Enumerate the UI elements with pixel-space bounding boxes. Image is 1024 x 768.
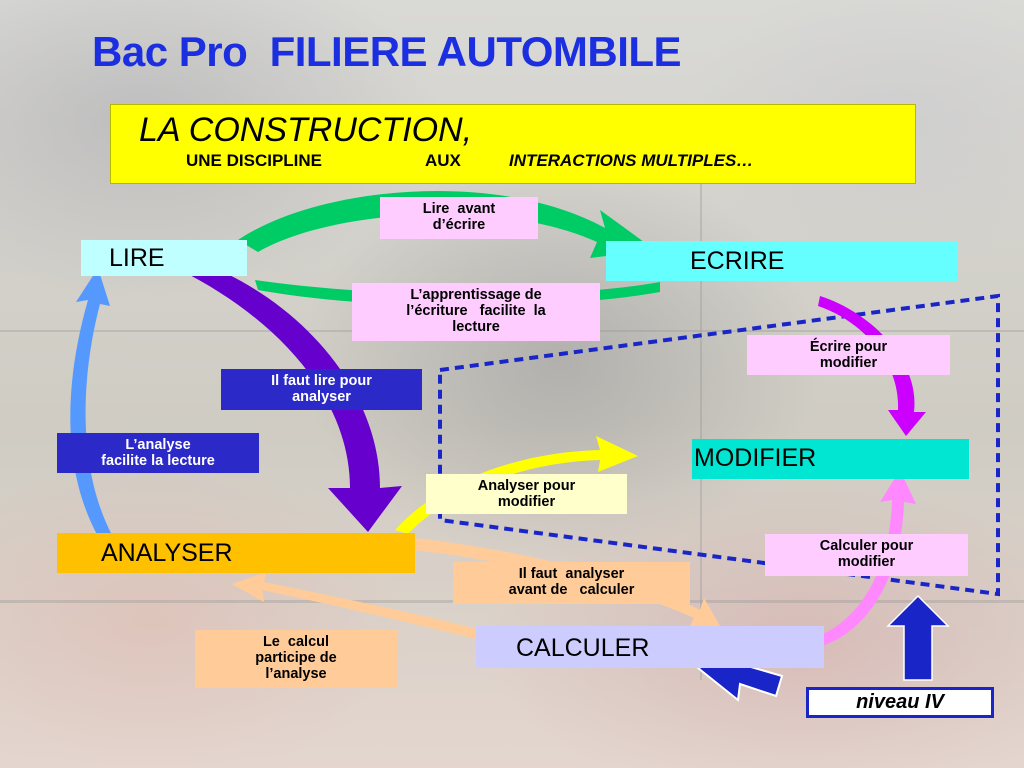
- niveau-badge: niveau IV: [806, 687, 994, 718]
- node-lire: LIRE: [81, 240, 247, 276]
- label-calcul-analyse: Le calcul participe de l’analyse: [195, 630, 397, 688]
- arrow-ecrire-to-modifier: [818, 296, 926, 436]
- node-ecrire: ECRIRE: [606, 241, 957, 281]
- label-ecrire-modifier: Écrire pour modifier: [747, 335, 950, 375]
- node-calculer: CALCULER: [476, 626, 824, 668]
- label-line: Calculer pour: [819, 538, 914, 554]
- arrow-analyser-to-modifier: [395, 436, 638, 534]
- arrow-calculer-to-modifier: [818, 470, 916, 646]
- label-line: l’analyse: [265, 666, 327, 682]
- label-analyser-modifier: Analyser pour modifier: [426, 474, 627, 514]
- label-line: facilite la lecture: [101, 453, 215, 469]
- label-line: avant de calculer: [508, 582, 635, 598]
- banner-main-text: LA CONSTRUCTION,: [139, 111, 473, 149]
- label-line: Le calcul: [262, 634, 330, 650]
- label-calculer-modifier: Calculer pour modifier: [765, 534, 968, 576]
- label-line: modifier: [837, 554, 896, 570]
- arrow-lire-to-analyser: [180, 262, 402, 532]
- arrow-calculer-to-analyser: [232, 572, 482, 640]
- label-analyser-calculer: Il faut analyser avant de calculer: [453, 562, 690, 604]
- label-line: lecture: [452, 319, 500, 335]
- label-line: participe de: [255, 650, 337, 666]
- label-lire-avant-ecrire: Lire avant d’écrire: [380, 197, 538, 239]
- label-line: Il faut lire pour: [271, 373, 372, 389]
- node-analyser: ANALYSER: [57, 533, 415, 573]
- background-detail: [700, 180, 702, 680]
- label-line: Écrire pour: [809, 339, 888, 355]
- label-line: analyser: [292, 389, 351, 405]
- level-dashed-frame: [438, 293, 1000, 597]
- banner-sub-interactions: INTERACTIONS MULTIPLES…: [509, 151, 754, 170]
- arrow-analyser-to-calculer: [395, 536, 720, 630]
- level-up-arrow: [886, 594, 950, 681]
- subtitle-banner: LA CONSTRUCTION, UNE DISCIPLINE AUX INTE…: [110, 104, 916, 184]
- banner-sub-discipline: UNE DISCIPLINE: [186, 151, 323, 170]
- label-line: modifier: [497, 494, 556, 510]
- label-line: Il faut analyser: [518, 566, 625, 582]
- label-line: Analyser pour: [477, 478, 576, 494]
- page-title: Bac Pro FILIERE AUTOMBILE: [92, 28, 682, 75]
- label-line: modifier: [819, 355, 878, 371]
- label-line: Lire avant: [422, 201, 496, 217]
- arrow-lire-to-ecrire: [238, 191, 655, 258]
- label-line: d’écrire: [432, 217, 486, 233]
- node-modifier: MODIFIER: [692, 439, 969, 479]
- label-line: L’apprentissage de: [410, 287, 542, 303]
- label-apprentissage: L’apprentissage de l’écriture facilite l…: [352, 283, 600, 341]
- label-analyse-lecture: L’analyse facilite la lecture: [57, 433, 259, 473]
- arrow-analyser-to-lire: [70, 268, 112, 540]
- label-lire-analyser: Il faut lire pour analyser: [221, 369, 422, 410]
- banner-sub-aux: AUX: [425, 151, 461, 170]
- label-line: L’analyse: [125, 437, 191, 453]
- label-line: l’écriture facilite la: [406, 303, 546, 319]
